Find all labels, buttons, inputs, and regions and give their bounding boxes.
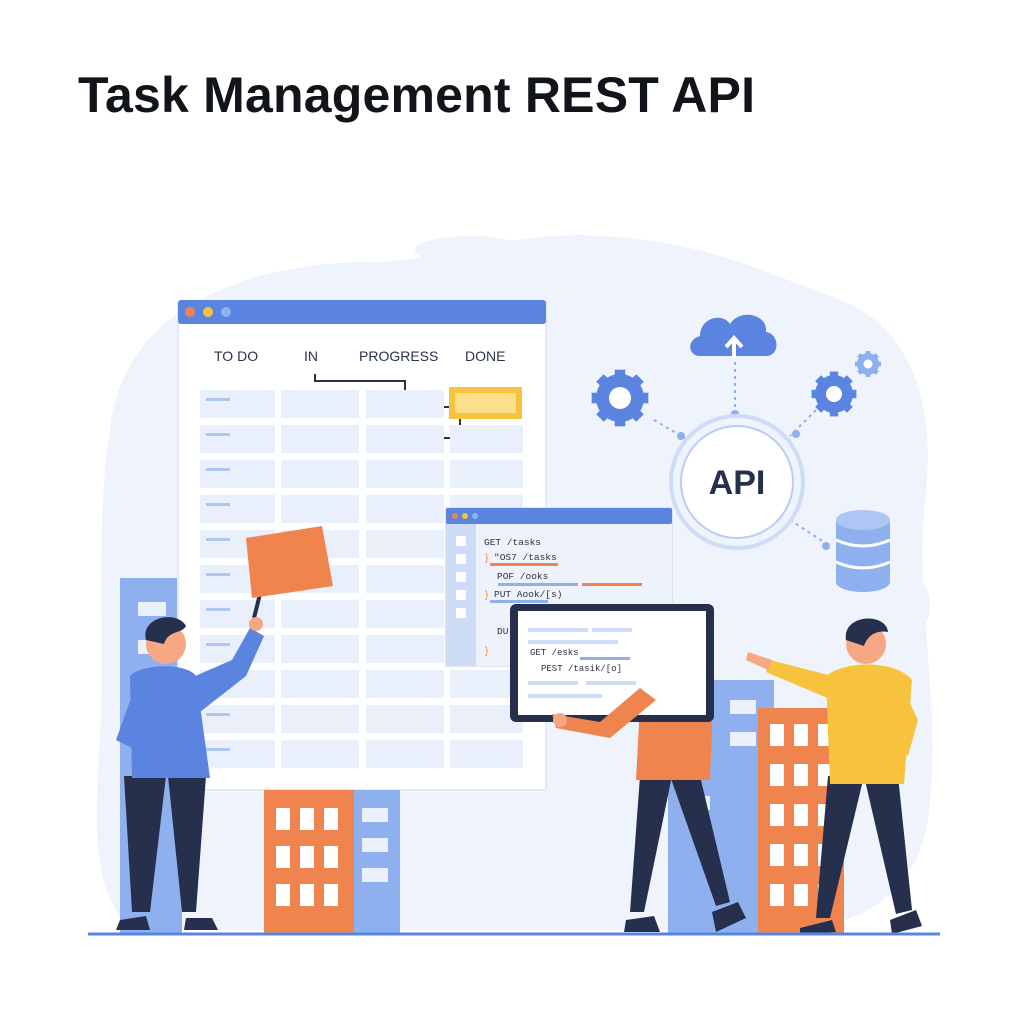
building-window bbox=[794, 804, 808, 826]
column-header-done: DONE bbox=[465, 348, 505, 364]
board-cell bbox=[200, 705, 275, 733]
board-cell-marker bbox=[206, 433, 230, 436]
building-window bbox=[770, 844, 784, 866]
column-header-in: IN bbox=[304, 348, 318, 364]
board-cell bbox=[366, 530, 444, 558]
api-label: API bbox=[709, 464, 766, 502]
building-window bbox=[794, 884, 808, 906]
gear-icon bbox=[811, 371, 857, 417]
background-blob bbox=[520, 238, 556, 250]
board-cell-marker bbox=[206, 608, 230, 611]
gear-icon bbox=[855, 351, 881, 377]
column-header-progress: PROGRESS bbox=[359, 348, 438, 364]
board-cell bbox=[200, 425, 275, 453]
building-window bbox=[770, 804, 784, 826]
window-close-dot bbox=[185, 307, 195, 317]
board-cell bbox=[366, 705, 444, 733]
building-window bbox=[324, 808, 338, 830]
building-window bbox=[770, 764, 784, 786]
board-cell-marker bbox=[206, 468, 230, 471]
building-window bbox=[300, 884, 314, 906]
code-bracket: } bbox=[485, 646, 489, 657]
building-window bbox=[324, 846, 338, 868]
board-cell bbox=[366, 740, 444, 768]
tablet-device: GET /esks PEST /tasik/[o] bbox=[510, 604, 714, 738]
board-cell bbox=[450, 425, 523, 453]
board-cell bbox=[366, 635, 444, 663]
code-line-pof: POF /ooks bbox=[497, 571, 548, 582]
orange-flag bbox=[246, 526, 333, 598]
board-cell bbox=[281, 705, 359, 733]
board-cell bbox=[366, 600, 444, 628]
board-cell-marker bbox=[206, 713, 230, 716]
board-cell bbox=[200, 460, 275, 488]
page-title: Task Management REST API bbox=[78, 67, 756, 123]
cloud-upload-icon bbox=[690, 314, 777, 358]
person-pointing bbox=[746, 618, 922, 934]
database-icon bbox=[835, 510, 891, 592]
building-window bbox=[276, 884, 290, 906]
building-blue-mid bbox=[354, 790, 400, 934]
board-cell bbox=[450, 460, 523, 488]
gear-icon bbox=[591, 369, 649, 427]
code-bracket: } bbox=[485, 590, 489, 601]
board-cell bbox=[281, 390, 359, 418]
building-window bbox=[794, 764, 808, 786]
code-line-put: PUT Aook/[s) bbox=[494, 589, 562, 600]
background-blob bbox=[415, 236, 525, 264]
board-cell bbox=[281, 670, 359, 698]
building-window bbox=[324, 884, 338, 906]
board-cell-marker bbox=[206, 573, 230, 576]
board-cell bbox=[281, 635, 359, 663]
building-window bbox=[300, 808, 314, 830]
board-cell bbox=[450, 740, 523, 768]
column-header-todo: TO DO bbox=[214, 348, 258, 364]
building-window bbox=[300, 846, 314, 868]
api-diagram: API bbox=[653, 362, 831, 550]
code-line-del: DU bbox=[497, 626, 509, 637]
tablet-line-pest: PEST /tasik/[o] bbox=[541, 664, 622, 674]
code-line-post: "OS7 /tasks bbox=[494, 552, 557, 563]
board-cell bbox=[281, 600, 359, 628]
board-cell-marker bbox=[206, 748, 230, 751]
code-bracket: } bbox=[485, 553, 489, 564]
window-minimize-dot bbox=[203, 307, 213, 317]
tablet-line-get: GET /esks bbox=[530, 648, 579, 658]
building-window bbox=[276, 846, 290, 868]
board-cell bbox=[366, 390, 444, 418]
building-window bbox=[276, 808, 290, 830]
board-cell bbox=[281, 740, 359, 768]
board-cell bbox=[366, 565, 444, 593]
building-window bbox=[794, 844, 808, 866]
board-cell bbox=[200, 495, 275, 523]
board-cell bbox=[366, 670, 444, 698]
board-cell bbox=[366, 425, 444, 453]
person-holding-flag bbox=[116, 526, 333, 930]
board-cell bbox=[281, 495, 359, 523]
window-maximize-dot bbox=[221, 307, 231, 317]
background-blob bbox=[910, 583, 930, 627]
building-window bbox=[770, 724, 784, 746]
board-cell bbox=[281, 460, 359, 488]
building-window bbox=[794, 724, 808, 746]
code-line-get: GET /tasks bbox=[484, 537, 541, 548]
window-titlebar bbox=[178, 300, 546, 324]
code-window-titlebar bbox=[446, 508, 672, 524]
building-orange-left bbox=[264, 790, 354, 934]
board-cell bbox=[200, 740, 275, 768]
board-cell-marker bbox=[206, 643, 230, 646]
board-cell bbox=[281, 425, 359, 453]
building-window bbox=[770, 884, 784, 906]
board-cell-marker bbox=[206, 398, 230, 401]
board-cell bbox=[366, 495, 444, 523]
board-cell bbox=[366, 460, 444, 488]
board-cell bbox=[200, 390, 275, 418]
board-cell-marker bbox=[206, 503, 230, 506]
board-cell-marker bbox=[206, 538, 230, 541]
board-cell bbox=[200, 600, 275, 628]
